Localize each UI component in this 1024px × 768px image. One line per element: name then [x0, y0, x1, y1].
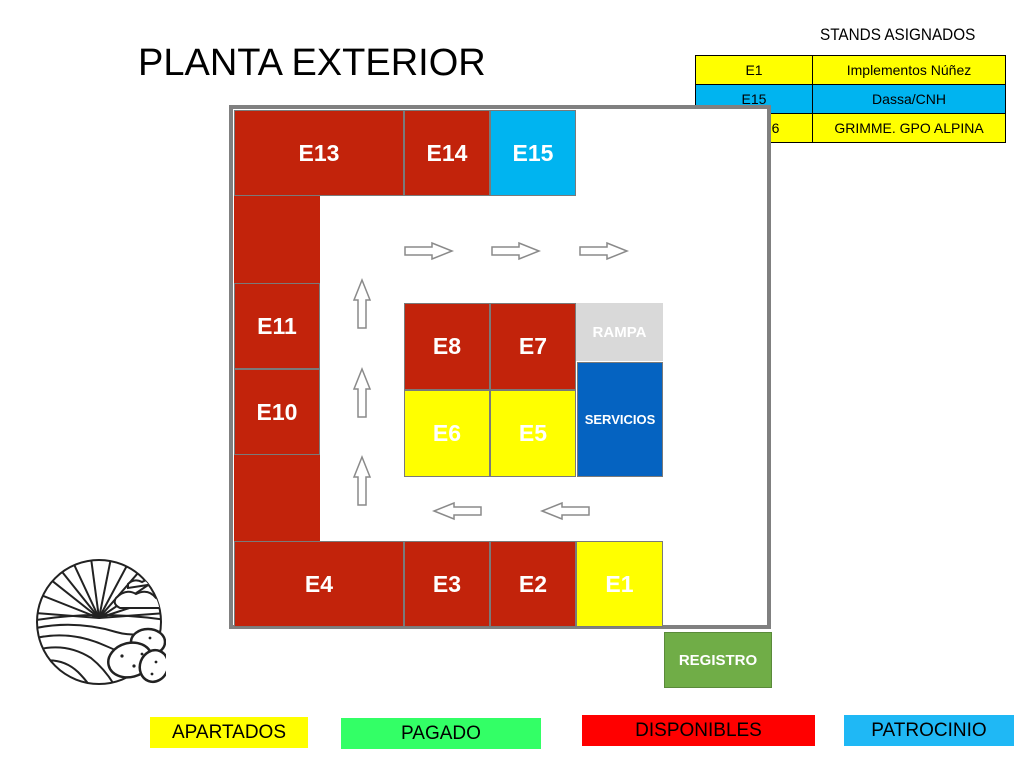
legend-sponsor: PATROCINIO — [844, 715, 1014, 746]
stand-e8[interactable]: E8 — [404, 303, 490, 390]
stand-e10[interactable]: E10 — [234, 369, 320, 455]
stand-e14[interactable]: E14 — [404, 110, 490, 196]
arrow-right-icon — [404, 241, 455, 261]
stand-e6[interactable]: E6 — [404, 390, 490, 477]
stand-e2[interactable]: E2 — [490, 541, 576, 627]
stand-e13[interactable]: E13 — [234, 110, 404, 196]
assigned-stand-cell: E1 — [695, 55, 813, 85]
stand-e7[interactable]: E7 — [490, 303, 576, 390]
ramp-area: RAMPA — [576, 303, 663, 361]
page-title: PLANTA EXTERIOR — [138, 42, 486, 84]
stand-e1[interactable]: E1 — [576, 541, 663, 627]
arrow-up-icon — [352, 366, 372, 418]
arrow-right-icon — [491, 241, 542, 261]
registration-area: REGISTRO — [664, 632, 772, 688]
arrow-left-icon — [539, 501, 590, 521]
stand-e3[interactable]: E3 — [404, 541, 490, 627]
stand-e15[interactable]: E15 — [490, 110, 576, 196]
legend-available: DISPONIBLES — [582, 715, 815, 746]
legend-paid: PAGADO — [341, 718, 541, 749]
arrow-up-icon — [352, 454, 372, 506]
stand-e11[interactable]: E11 — [234, 283, 320, 369]
stand-e4[interactable]: E4 — [234, 541, 404, 627]
assigned-stands-heading: STANDS ASIGNADOS — [820, 25, 976, 44]
assigned-exhibitor-cell: Dassa/CNH — [812, 84, 1006, 114]
assigned-exhibitor-cell: GRIMME. GPO ALPINA — [812, 113, 1006, 143]
stand-e5[interactable]: E5 — [490, 390, 576, 477]
arrow-left-icon — [431, 501, 482, 521]
arrow-up-icon — [352, 277, 372, 329]
potato-field-logo-icon — [36, 559, 166, 685]
stand-corridor-block — [234, 455, 320, 541]
services-area: SERVICIOS — [577, 362, 663, 477]
legend-reserved: APARTADOS — [150, 717, 308, 748]
stand-corridor-block — [234, 196, 320, 284]
arrow-right-icon — [579, 241, 630, 261]
